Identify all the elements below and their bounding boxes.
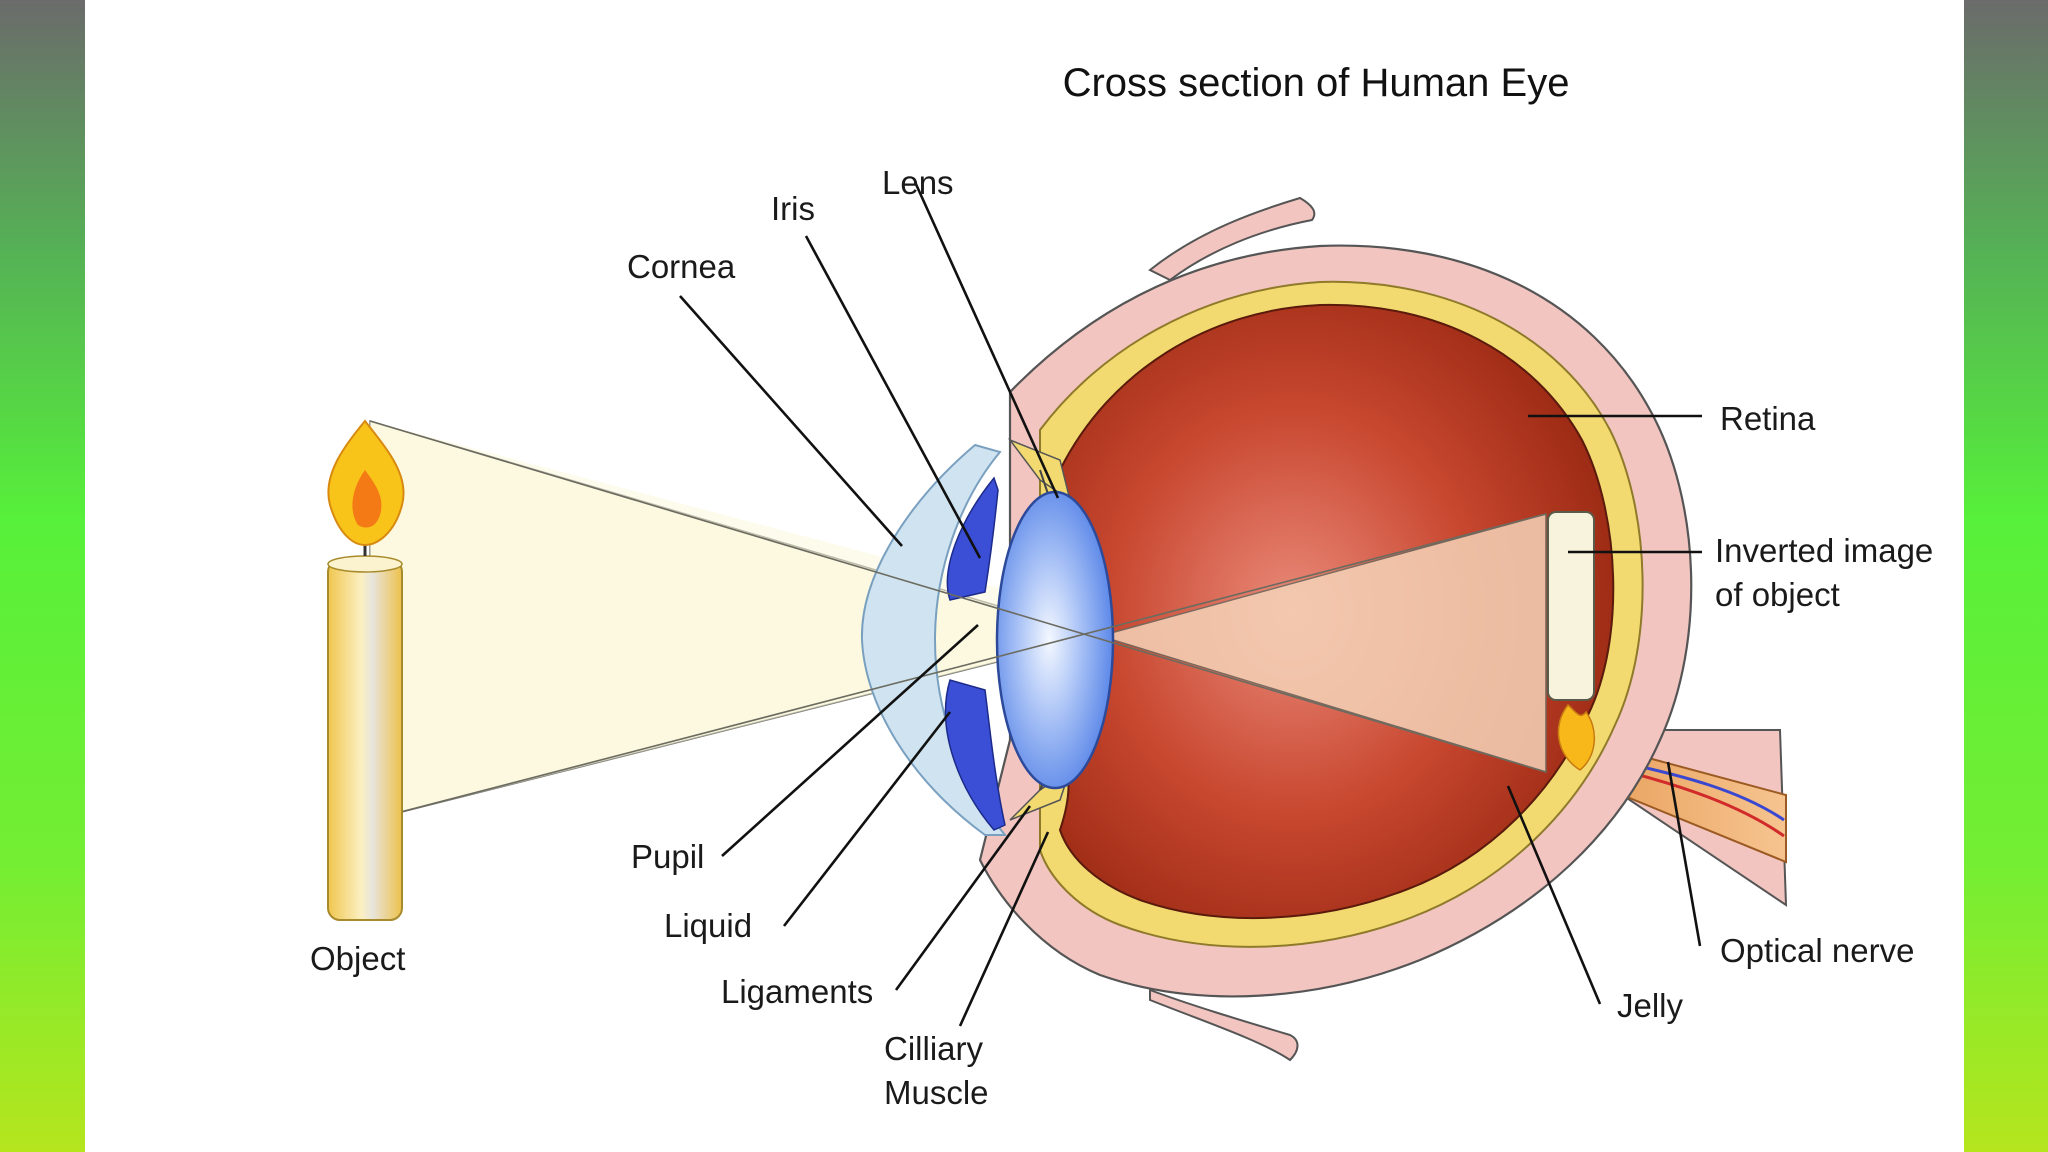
leader-ligaments [894,805,1032,991]
label-lens: Lens [882,164,954,201]
inverted-image-candle [1547,511,1595,701]
leader-lens [913,181,1060,499]
iris-top [946,476,999,601]
label-ligaments: Ligaments [721,973,873,1010]
upper-eyelid [1148,196,1316,282]
leader-cornea [679,295,903,547]
leader-iris [804,235,982,559]
candle-flame-inner [352,470,382,528]
right-gradient-bar [1964,0,2048,1152]
label-retina: Retina [1720,400,1816,437]
label-jelly: Jelly [1617,987,1684,1024]
label-pupil: Pupil [631,838,704,875]
label-liquid: Liquid [664,907,752,944]
ray-bottom-to-top [369,513,1547,821]
label-optical-nerve: Optical nerve [1720,932,1914,969]
lower-eyelid [1149,988,1299,1062]
label-object: Object [310,940,405,977]
candle-body [327,559,403,921]
inverted-image-flame [1557,703,1596,771]
light-cone-overlay [370,421,1110,820]
iris-bottom [944,679,1006,831]
label-inverted-image-line1: Inverted image [1715,532,1933,569]
label-cilliary-line1: Cilliary [884,1030,984,1067]
ray-top-to-bottom [369,420,1547,773]
label-iris: Iris [771,190,815,227]
label-cornea: Cornea [627,248,736,285]
lens [995,490,1115,790]
leader-liquid [782,711,952,927]
leader-optical-nerve [1666,761,1702,947]
left-gradient-bar [0,0,85,1152]
leader-pupil [721,624,979,857]
candle-top [327,555,403,573]
leader-cilliary-muscle [958,831,1050,1027]
label-inverted-image-line2: of object [1715,576,1840,613]
leader-jelly [1506,785,1602,1005]
label-cilliary-line2: Muscle [884,1074,989,1111]
light-cone-eye-side [1097,513,1547,774]
diagram-title: Cross section of Human Eye [1063,61,1570,105]
